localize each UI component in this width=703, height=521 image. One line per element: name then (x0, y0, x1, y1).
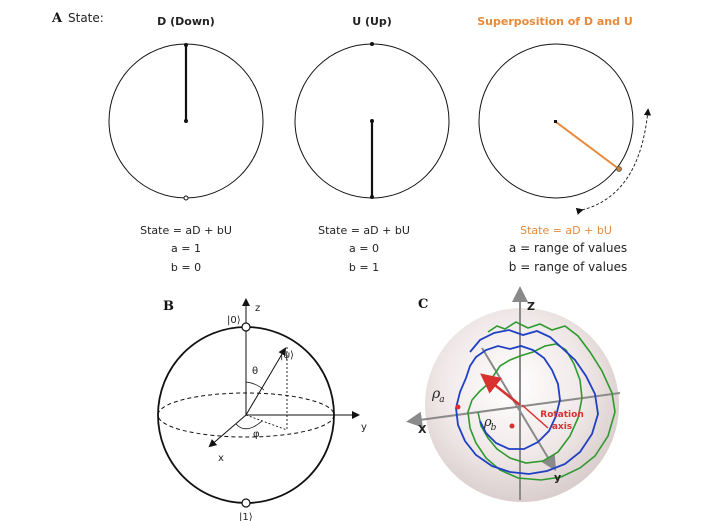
panel-b-letter: B (163, 299, 174, 314)
bloch-y-label: y (361, 422, 367, 433)
bloch-phi-arc (235, 420, 263, 430)
down-b-value: b = 0 (171, 261, 201, 274)
rho-a-point (455, 404, 461, 410)
rho-b-point (509, 423, 515, 429)
ket-psi-label: |ψ⟩ (280, 350, 294, 361)
up-a-value: a = 0 (349, 242, 379, 255)
rotation-axis-label-line2: axis (552, 422, 572, 432)
c-x-label: X (418, 423, 427, 436)
rho-a-sub: a (439, 395, 444, 405)
superposition-state-vector (555, 121, 620, 170)
ket-zero-label: |0⟩ (227, 315, 241, 326)
bloch-north-pole (241, 322, 251, 332)
green-trajectory (467, 321, 616, 481)
down-a-value: a = 1 (171, 242, 201, 255)
superposition-header: Superposition of D and U (477, 15, 633, 28)
ket-one-label: |1⟩ (239, 512, 253, 521)
phi-label: φ (253, 429, 260, 440)
rotation-axis-line (521, 404, 549, 429)
c-z-label: Z (527, 300, 535, 313)
rotation-axis-label-line1: Rotation (540, 410, 583, 420)
down-center-point (184, 119, 188, 123)
bloch-projection-floor (245, 414, 288, 431)
c-state-vector (480, 373, 521, 406)
up-center-point (370, 119, 374, 123)
up-b-value: b = 1 (349, 261, 379, 274)
superposition-b-value: b = range of values (509, 260, 627, 274)
panel-a-title: State: (68, 11, 104, 25)
down-equation: State = aD + bU (140, 224, 232, 237)
rho-b-label: ρb (483, 415, 497, 433)
down-bottom-point (183, 195, 189, 201)
bloch-x-label: x (218, 453, 224, 464)
rho-a-base: ρ (431, 386, 441, 402)
down-header: D (Down) (157, 15, 215, 28)
c-y-label: y (554, 471, 561, 484)
c-x-axis (406, 392, 621, 428)
bloch-z-label: z (255, 303, 260, 314)
rho-b-sub: b (491, 423, 497, 433)
panel-c-letter: C (418, 297, 428, 312)
bloch-theta-arc (245, 381, 265, 391)
down-top-point (184, 43, 188, 47)
up-bottom-point (370, 195, 374, 199)
panel-a-letter: A (51, 11, 63, 26)
up-header: U (Up) (352, 15, 392, 28)
up-equation: State = aD + bU (318, 224, 410, 237)
bloch-x-axis (208, 414, 247, 448)
superposition-center-point (554, 120, 557, 123)
rho-b-base: ρ (483, 415, 492, 430)
theta-label: θ (252, 366, 258, 377)
bloch-south-pole (241, 498, 251, 508)
blue-trajectory (455, 329, 599, 475)
rho-a-label: ρa (431, 386, 445, 405)
superposition-equation: State = aD + bU (520, 224, 612, 237)
up-top-point (370, 42, 374, 46)
bloch-psi-vector (245, 347, 287, 416)
c-y-axis (481, 347, 557, 472)
superposition-range-arc (575, 108, 652, 215)
superposition-end-point (616, 166, 622, 172)
superposition-a-value: a = range of values (509, 241, 627, 255)
